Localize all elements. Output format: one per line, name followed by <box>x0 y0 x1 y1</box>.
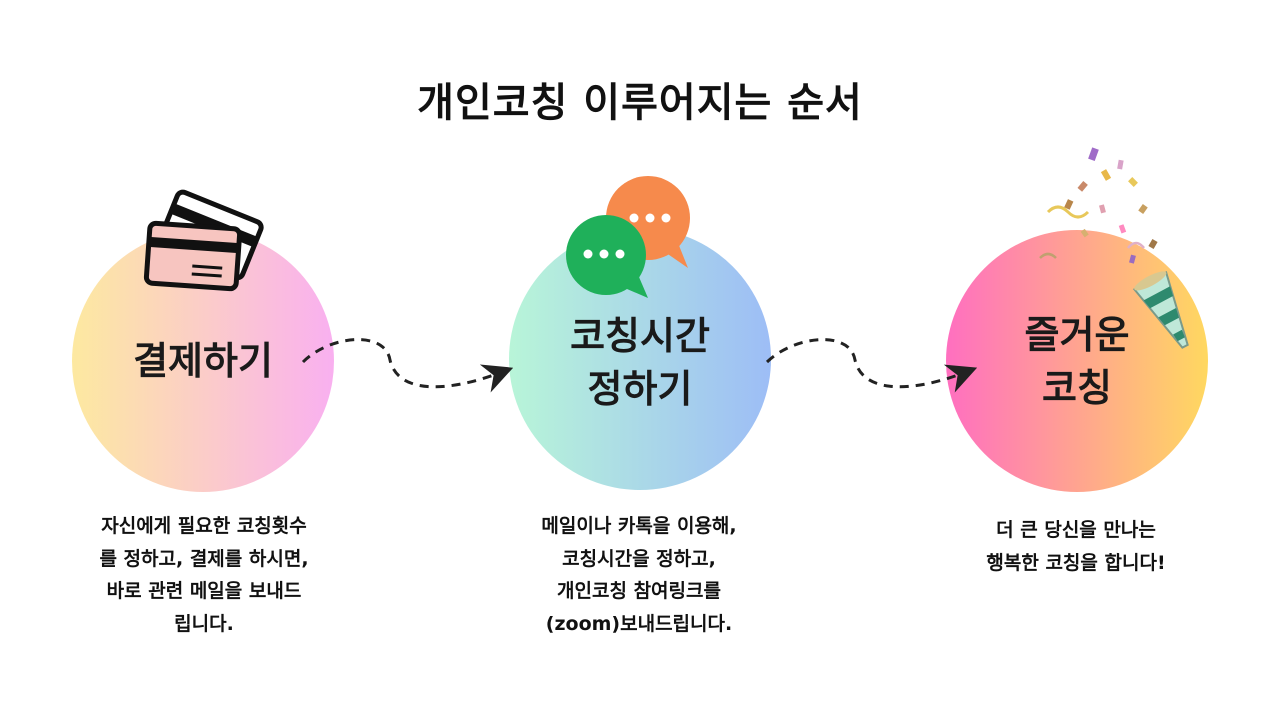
credit-cards-icon <box>143 189 264 292</box>
confetti-pieces <box>1039 147 1158 264</box>
step-1-description: 자신에게 필요한 코칭횟수 를 정하고, 결제를 하시면, 바로 관련 메일을 … <box>99 515 309 636</box>
step-3-description: 더 큰 당신을 만나는 행복한 코칭을 합니다! <box>986 519 1166 574</box>
step-3-label: 즐거운 코칭 <box>1024 311 1130 410</box>
chat-bubbles-icon <box>566 176 690 298</box>
party-popper-icon <box>1039 147 1189 349</box>
page-title: 개인코칭 이루어지는 순서 <box>417 79 863 126</box>
arrow-step1-to-step2 <box>301 338 514 393</box>
green-bubble <box>566 215 648 298</box>
step-2-description: 메일이나 카톡을 이용해, 코칭시간을 정하고, 개인코칭 참여링크를 (zoo… <box>541 515 737 636</box>
popper-cone <box>1132 271 1189 349</box>
step-1-label: 결제하기 <box>133 338 273 384</box>
step-2-label: 코칭시간 정하기 <box>570 312 710 411</box>
arrow-step2-to-step3 <box>765 338 978 393</box>
